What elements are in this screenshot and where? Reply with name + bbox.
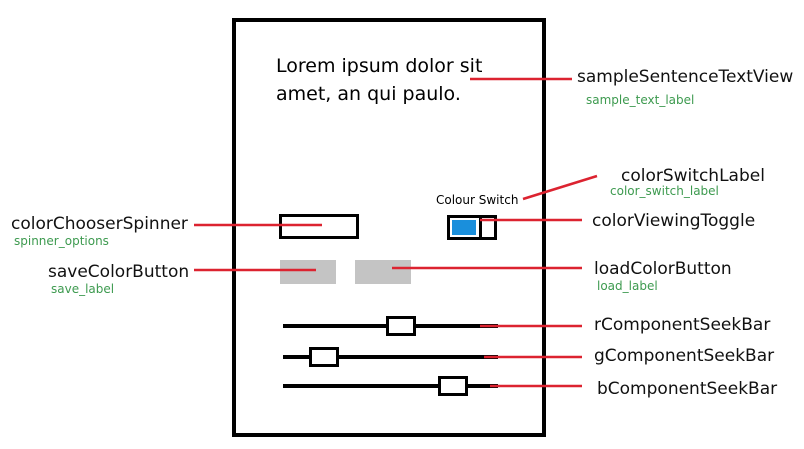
g-seekbar-thumb[interactable] [308, 347, 339, 367]
label-load-id: load_label [597, 279, 658, 293]
pointer-line-switch-label [522, 174, 598, 201]
label-sample-sentence-id: sample_text_label [586, 93, 695, 107]
toggle-on-fill [452, 220, 476, 235]
color-chooser-spinner[interactable] [279, 214, 359, 239]
b-seekbar-thumb[interactable] [437, 376, 468, 396]
label-g-seekbar-name: gComponentSeekBar [594, 346, 775, 366]
label-switch-label-name: colorSwitchLabel [621, 166, 765, 186]
color-viewing-toggle[interactable] [447, 215, 497, 240]
r-seekbar-thumb[interactable] [386, 316, 417, 336]
label-load-name: loadColorButton [594, 259, 732, 279]
label-save-name: saveColorButton [48, 262, 190, 282]
b-seekbar-track[interactable] [283, 384, 498, 388]
save-color-button[interactable] [280, 260, 336, 284]
sample-sentence-text: Lorem ipsum dolor sit amet, an qui paulo… [276, 55, 483, 105]
label-switch-label-id: color_switch_label [610, 184, 719, 198]
label-toggle-name: colorViewingToggle [592, 211, 756, 231]
toggle-knob-divider [479, 218, 482, 237]
label-save-id: save_label [51, 282, 115, 296]
label-sample-sentence-name: sampleSentenceTextView [577, 67, 794, 87]
load-color-button[interactable] [355, 260, 411, 284]
label-r-seekbar-name: rComponentSeekBar [594, 315, 771, 335]
label-spinner-id: spinner_options [14, 234, 109, 248]
colour-switch-caption: Colour Switch [436, 193, 519, 207]
label-b-seekbar-name: bComponentSeekBar [597, 379, 778, 399]
label-spinner-name: colorChooserSpinner [11, 214, 188, 234]
g-seekbar-track[interactable] [283, 355, 498, 359]
